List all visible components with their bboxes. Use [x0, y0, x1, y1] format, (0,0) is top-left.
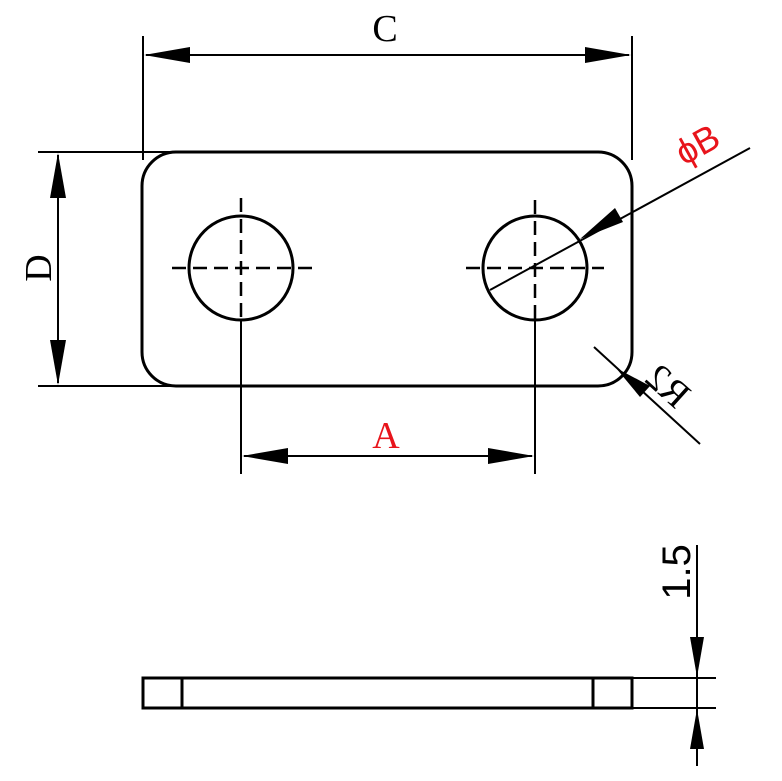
- dim-d-label: D: [18, 254, 60, 281]
- dim-r2-leader: [593, 346, 701, 445]
- dim-b-label: ϕB: [668, 116, 727, 173]
- dim-thickness-label: 1.5: [655, 544, 699, 600]
- plate-outline: [140, 150, 634, 388]
- dim-thickness-arrow-top: [690, 637, 704, 677]
- dim-d-arrow-top: [50, 153, 66, 198]
- dim-a-arrow-left: [242, 448, 288, 464]
- dim-a-arrow-right: [488, 448, 534, 464]
- dim-c-label: C: [372, 8, 397, 50]
- dim-a-label: A: [372, 415, 400, 457]
- dim-b-arrow: [580, 208, 623, 239]
- side-view-plate: [141, 676, 634, 710]
- dim-r2-label: R2: [637, 356, 698, 417]
- dim-r2-arrow: [616, 368, 650, 397]
- dim-thickness-arrow-bottom: [690, 709, 704, 749]
- dim-c-arrow-left: [144, 47, 190, 63]
- dim-c-arrow-right: [585, 47, 631, 63]
- dim-d-arrow-bottom: [50, 340, 66, 385]
